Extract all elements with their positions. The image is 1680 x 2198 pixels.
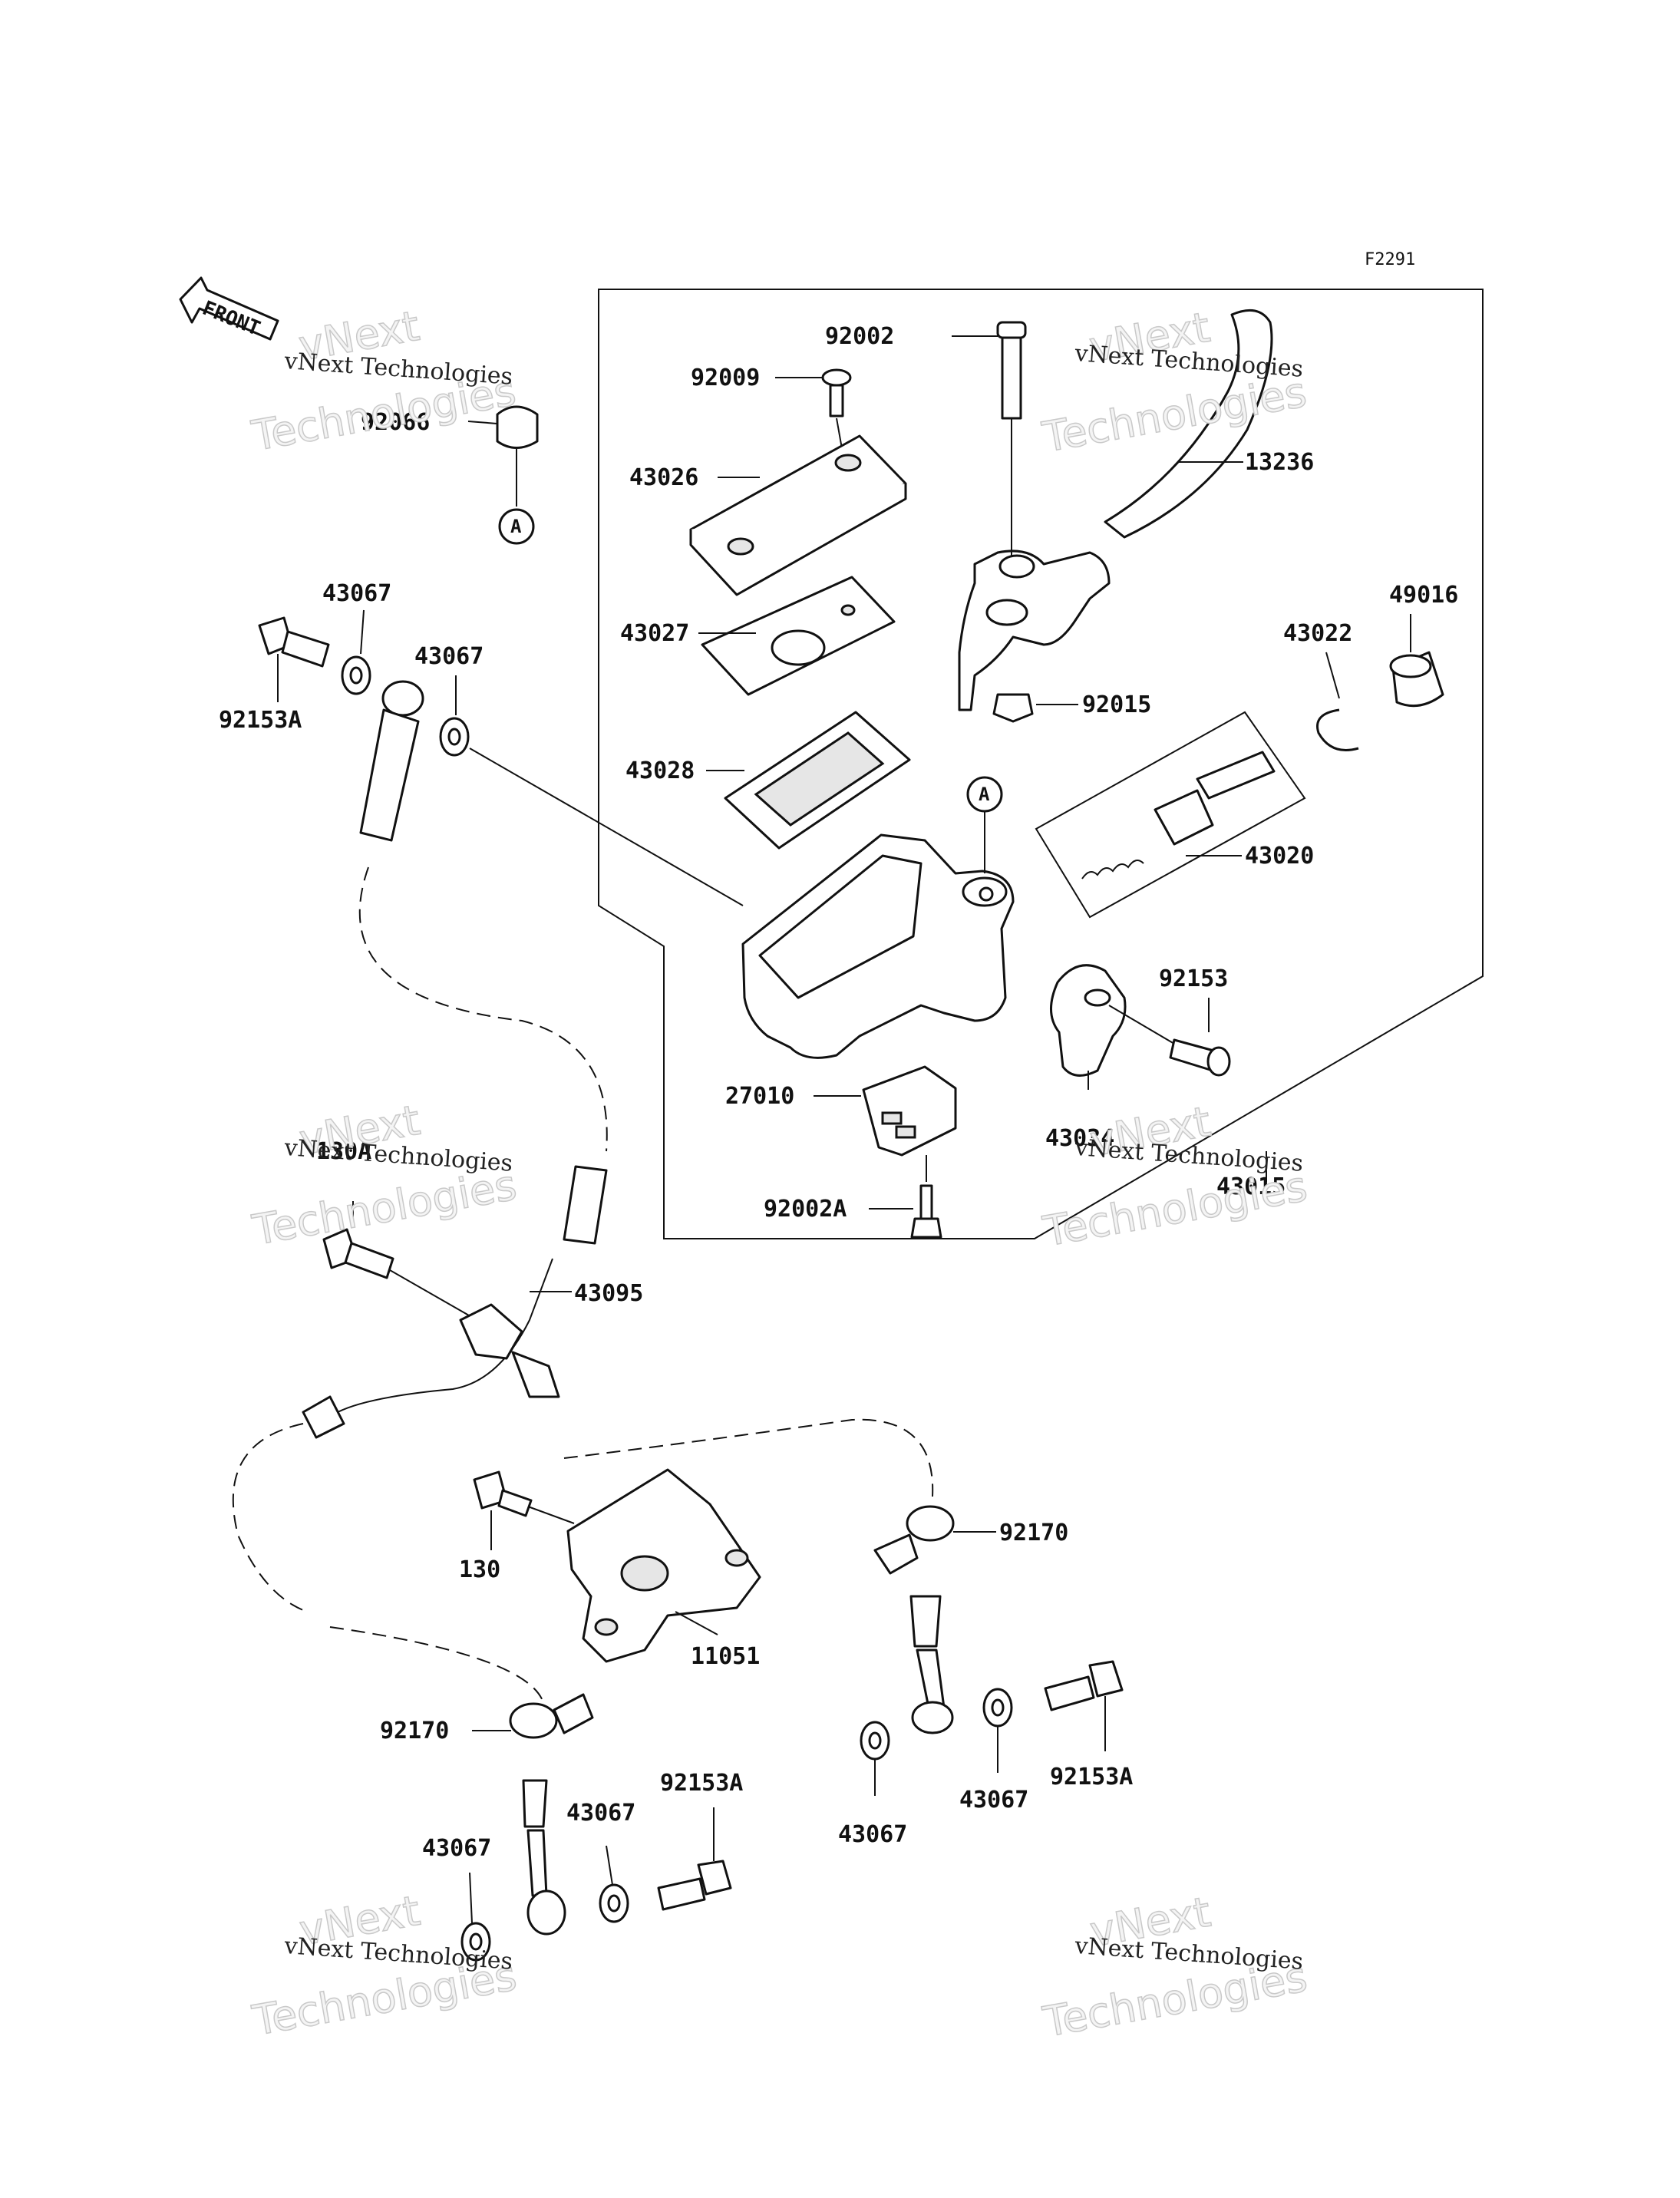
part-43022-circlip	[1316, 652, 1359, 751]
label-43067-4: 43067	[959, 1787, 1028, 1814]
part-49016-boot	[1389, 614, 1444, 708]
part-43067-washer-6	[599, 1845, 629, 1923]
part-92066-cap	[467, 405, 539, 507]
part-43067-washer-4	[982, 1688, 1013, 1773]
watermark-text-top-left: vNext Technologies	[282, 348, 513, 391]
part-92170-clamp-right	[873, 1505, 996, 1575]
diagram-code: F2291	[1365, 250, 1415, 269]
label-43067-2: 43067	[414, 643, 484, 670]
part-92002a-screw	[869, 1155, 942, 1239]
svg-text:A: A	[510, 516, 522, 537]
part-hose-lower-left	[522, 1779, 566, 1936]
label-43026: 43026	[629, 464, 698, 491]
part-92002-pivot-bolt	[952, 321, 1027, 556]
label-43020: 43020	[1245, 843, 1314, 870]
label-43028: 43028	[625, 757, 695, 784]
label-43067-5: 43067	[838, 1821, 907, 1848]
part-11051-bracket	[566, 1468, 761, 1663]
label-11051: 11051	[691, 1643, 760, 1670]
label-130: 130	[459, 1556, 500, 1583]
label-43095: 43095	[574, 1280, 643, 1307]
part-92153a-bolt-top	[258, 616, 330, 702]
label-43034: 43034	[1045, 1125, 1114, 1152]
part-hose-lower-right	[909, 1595, 954, 1734]
label-13236: 13236	[1245, 449, 1314, 476]
label-92170-1: 92170	[999, 1520, 1068, 1546]
part-92153a-bolt-left	[657, 1807, 732, 1911]
svg-text:Technologies: Technologies	[1038, 368, 1310, 461]
part-43095-joint	[459, 1291, 572, 1398]
part-43020-piston-kit	[1035, 711, 1306, 919]
part-43015-master-cylinder	[741, 833, 1015, 1059]
svg-text:Technologies: Technologies	[1039, 1162, 1311, 1256]
front-arrow-icon: FRONT	[179, 276, 279, 341]
part-27010-brake-switch	[814, 1065, 957, 1157]
part-43067-washer-2	[439, 675, 744, 906]
part-43026-reservoir-cap	[689, 434, 907, 596]
label-49016: 49016	[1389, 582, 1458, 609]
label-92153: 92153	[1159, 965, 1228, 992]
part-13236-brake-lever	[958, 309, 1273, 711]
label-27010: 27010	[725, 1083, 794, 1110]
part-43034-clamp	[1050, 964, 1127, 1090]
label-92170-2: 92170	[380, 1718, 449, 1744]
label-43027: 43027	[620, 620, 689, 647]
part-43028-diaphragm	[706, 711, 911, 850]
part-130-bolt	[473, 1470, 575, 1550]
callout-a-left: A	[498, 508, 535, 545]
label-43067-3: 43067	[566, 1800, 635, 1827]
label-92153a-2: 92153A	[660, 1770, 743, 1797]
label-92015: 92015	[1082, 691, 1151, 718]
label-92153a-1: 92153A	[219, 707, 302, 734]
part-labels: 92002 92009 13236 43026 43027 43028 9201…	[219, 323, 1458, 1862]
part-92153a-bolt-right	[1044, 1660, 1124, 1751]
label-43022: 43022	[1283, 620, 1352, 647]
label-130a: 130A	[316, 1138, 371, 1165]
part-43067-washer-3	[860, 1721, 890, 1796]
part-43067-washer-5	[460, 1872, 491, 1962]
assembly-boundary	[598, 289, 1484, 1239]
label-43067-6: 43067	[422, 1835, 491, 1862]
label-92066: 92066	[361, 409, 430, 436]
svg-text:A: A	[979, 784, 990, 805]
part-92170-clamp-left	[472, 1693, 594, 1739]
part-43027-plate	[698, 576, 896, 696]
part-43067-washer-1	[341, 609, 371, 695]
label-92002a: 92002A	[764, 1196, 847, 1223]
label-92153a-3: 92153A	[1050, 1764, 1133, 1790]
part-92153-bolt	[1108, 998, 1231, 1077]
part-92009-screw	[775, 368, 852, 454]
part-92015-nut	[992, 693, 1078, 723]
part-130a-bolt	[322, 1201, 475, 1319]
label-43067-1: 43067	[322, 580, 391, 607]
callout-a-right: A	[966, 776, 1003, 873]
label-92009: 92009	[691, 365, 760, 391]
label-92002: 92002	[825, 323, 894, 350]
label-43015: 43015	[1216, 1173, 1286, 1200]
